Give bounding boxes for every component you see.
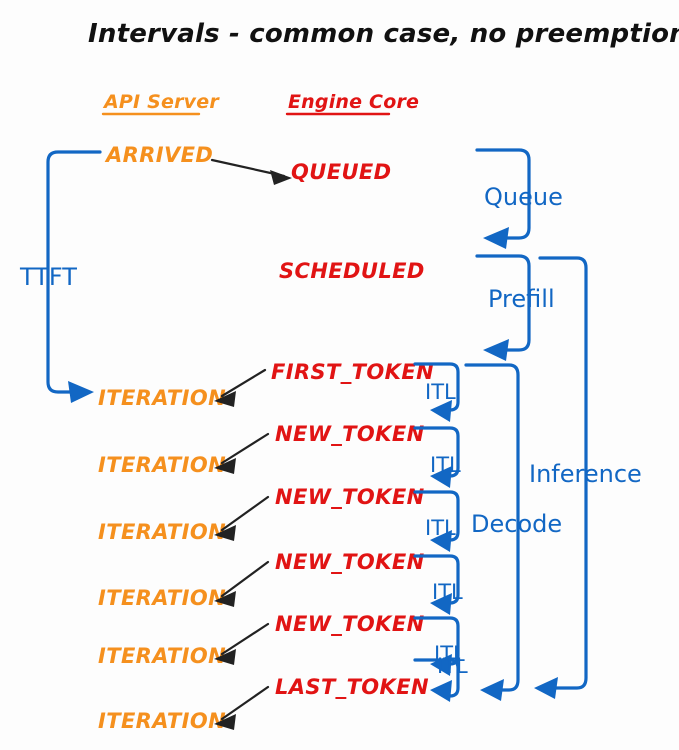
state-iteration: ITERATION xyxy=(98,520,226,544)
state-new-token: NEW_TOKEN xyxy=(275,550,425,574)
state-new-token: NEW_TOKEN xyxy=(275,485,425,509)
state-last-token: LAST_TOKEN xyxy=(275,675,429,699)
interval-label-itl: ITL xyxy=(432,580,463,604)
interval-bracket-inference xyxy=(534,256,588,699)
interval-label-itl: ITL xyxy=(425,516,456,540)
state-queued: QUEUED xyxy=(291,160,391,184)
interval-bracket-itl xyxy=(413,490,460,552)
arrow-new-token-to-iteration xyxy=(214,432,270,474)
state-iteration: ITERATION xyxy=(98,709,226,733)
interval-label-itl: ITL xyxy=(425,380,456,404)
arrow-first-token-to-iteration xyxy=(214,368,267,407)
state-new-token: NEW_TOKEN xyxy=(275,612,425,636)
interval-bracket-decode xyxy=(464,363,520,701)
arrow-new-token-to-iteration xyxy=(214,560,270,607)
arrow-arrived-to-queued xyxy=(210,158,292,185)
column-header-engine-core: Engine Core xyxy=(288,91,419,113)
interval-label-itl: ITL xyxy=(434,642,465,666)
interval-bracket-ttft xyxy=(46,150,102,403)
arrow-new-token-to-iteration xyxy=(214,622,270,665)
state-scheduled: SCHEDULED xyxy=(279,259,425,283)
interval-label-queue: Queue xyxy=(484,183,563,211)
arrow-last-token-to-iteration xyxy=(214,685,270,730)
interval-bracket-itl xyxy=(413,362,460,422)
interval-label-inference: Inference xyxy=(529,460,642,488)
state-first-token: FIRST_TOKEN xyxy=(271,360,434,384)
column-header-api-server: API Server xyxy=(102,91,220,113)
interval-bracket-itl xyxy=(413,658,460,702)
state-arrived: ARRIVED xyxy=(104,143,213,167)
state-iteration: ITERATION xyxy=(98,453,226,477)
interval-bracket-queue xyxy=(475,148,531,249)
interval-label-ttft: TTFT xyxy=(19,263,77,291)
interval-label-itl: ITL xyxy=(437,654,468,678)
interval-bracket-itl xyxy=(413,426,460,488)
page-title: Intervals - common case, no preemptions xyxy=(88,19,679,49)
arrow-new-token-to-iteration xyxy=(214,495,270,541)
state-iteration: ITERATION xyxy=(98,644,226,668)
state-iteration: ITERATION xyxy=(98,386,226,410)
interval-label-itl: ITL xyxy=(430,453,461,477)
interval-label-decode: Decode xyxy=(471,510,562,538)
interval-bracket-itl xyxy=(413,554,460,615)
state-iteration: ITERATION xyxy=(98,586,226,610)
state-new-token: NEW_TOKEN xyxy=(275,422,425,446)
interval-bracket-prefill xyxy=(475,254,531,361)
interval-label-prefill: Prefill xyxy=(488,285,555,313)
